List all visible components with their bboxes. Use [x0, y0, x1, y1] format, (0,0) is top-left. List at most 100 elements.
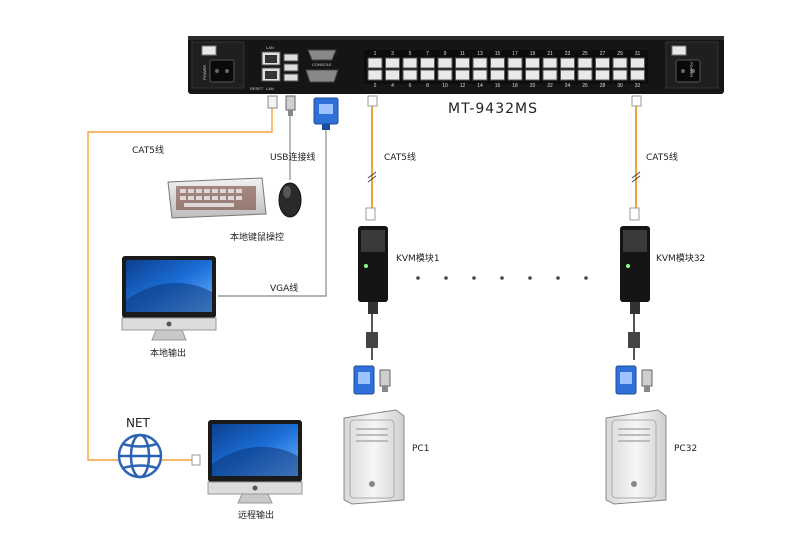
- rj45-port[interactable]: [577, 69, 593, 81]
- local-output-label: 本地输出: [150, 347, 186, 359]
- kvm-module-32: [620, 207, 650, 348]
- rj45-port[interactable]: [542, 57, 558, 69]
- rj45-port[interactable]: [525, 57, 540, 69]
- rj45-port[interactable]: [472, 69, 488, 81]
- left-power-switch[interactable]: [201, 45, 217, 56]
- rj45-port[interactable]: [437, 57, 453, 69]
- usb-port[interactable]: [283, 53, 299, 62]
- rj45-port[interactable]: [595, 69, 610, 81]
- kvm-switch-device: 1234567891011121314151617181920212223242…: [188, 36, 724, 94]
- lan-top-tag: LAN: [266, 45, 274, 50]
- rj45-port[interactable]: [595, 57, 610, 69]
- module-ellipsis-dots: [416, 276, 588, 280]
- reset-tag: RESET: [250, 86, 264, 91]
- rj45-port[interactable]: [367, 57, 383, 69]
- net-label: NET: [126, 416, 151, 430]
- cat5-cable-label: CAT5线: [132, 144, 164, 156]
- rj45-port[interactable]: [455, 57, 470, 69]
- rj45-port[interactable]: [525, 69, 540, 81]
- rj45-port[interactable]: [402, 57, 418, 69]
- rj45-port[interactable]: [385, 69, 400, 81]
- port-number-label: 13: [477, 51, 483, 57]
- console-tag: CONSOLE: [312, 62, 332, 67]
- pc1-usb-plug: [379, 369, 391, 392]
- port-number-label: 20: [530, 83, 536, 89]
- rj45-port[interactable]: [630, 69, 645, 81]
- port-number-label: 6: [409, 83, 412, 89]
- vga-cable-line: [218, 130, 327, 297]
- port-number-label: 26: [582, 83, 588, 89]
- ellipsis-dot: [528, 276, 532, 280]
- port-number-label: 23: [565, 51, 571, 57]
- device-model-label: MT-9432MS: [448, 101, 538, 117]
- vga-out-port[interactable]: [305, 69, 339, 83]
- port-number-label: 15: [495, 51, 501, 57]
- usb-port[interactable]: [283, 63, 299, 72]
- rj45-port[interactable]: [455, 69, 470, 81]
- pc32-usb-plug: [641, 369, 653, 392]
- ellipsis-dot: [472, 276, 476, 280]
- rj45-port[interactable]: [560, 57, 575, 69]
- port-number-label: 22: [547, 83, 553, 89]
- rj45-port[interactable]: [385, 57, 400, 69]
- remote-output-label: 远程输出: [238, 509, 274, 521]
- port-number-label: 4: [391, 83, 394, 89]
- pc1-tower-icon: [343, 409, 405, 505]
- right-power-switch[interactable]: [671, 45, 687, 56]
- cat5-cable-lan-to-net: [87, 96, 273, 461]
- port1-rj45-plug: [367, 95, 378, 107]
- port-number-label: 24: [565, 83, 571, 89]
- rj45-port[interactable]: [437, 69, 453, 81]
- usb-port[interactable]: [283, 73, 299, 82]
- rj45-port[interactable]: [490, 57, 505, 69]
- rj45-port[interactable]: [507, 57, 523, 69]
- port-number-label: 16: [495, 83, 501, 89]
- lan-bottom-tag: LAN: [266, 86, 274, 91]
- rj45-port[interactable]: [612, 57, 628, 69]
- right-power-socket: [675, 59, 701, 83]
- vga-plug-connector: [313, 97, 339, 130]
- rj45-port[interactable]: [507, 69, 523, 81]
- port-number-label: 27: [600, 51, 606, 57]
- rj45-port[interactable]: [560, 69, 575, 81]
- local-monitor-icon: [121, 256, 217, 341]
- rj45-port-grid: 1234567891011121314151617181920212223242…: [367, 51, 645, 89]
- left-power-socket: [209, 59, 235, 83]
- keyboard-icon: [167, 177, 267, 219]
- port32-rj45-plug: [631, 95, 642, 107]
- port-number-label: 18: [512, 83, 518, 89]
- cat5-plug-connector: [267, 95, 278, 109]
- rj45-port[interactable]: [402, 69, 418, 81]
- ellipsis-dot: [500, 276, 504, 280]
- port-number-label: 7: [426, 51, 429, 57]
- port-number-label: 5: [409, 51, 412, 57]
- kvm-module-32-label: KVM模块32: [656, 252, 705, 264]
- pc32-vga-plug: [615, 365, 637, 395]
- pc1-vga-plug: [353, 365, 375, 395]
- rj45-port[interactable]: [577, 57, 593, 69]
- cat5-cable-label-mid: CAT5线: [384, 151, 416, 163]
- local-keyboard-mouse-label: 本地键鼠操控: [230, 231, 284, 243]
- remote-monitor-icon: [207, 420, 303, 504]
- rj45-port[interactable]: [542, 69, 558, 81]
- port-number-label: 14: [477, 83, 483, 89]
- rj45-port[interactable]: [420, 69, 435, 81]
- console-port[interactable]: [307, 49, 337, 61]
- rj45-port[interactable]: [367, 69, 383, 81]
- rj45-port[interactable]: [472, 57, 488, 69]
- rj45-port[interactable]: [612, 69, 628, 81]
- port-number-label: 30: [617, 83, 623, 89]
- port-number-label: 31: [635, 51, 641, 57]
- port-number-label: 12: [460, 83, 466, 89]
- port-number-label: 10: [442, 83, 448, 89]
- port-number-label: 3: [391, 51, 394, 57]
- rj45-port[interactable]: [630, 57, 645, 69]
- rj45-port[interactable]: [490, 69, 505, 81]
- port-number-label: 8: [426, 83, 429, 89]
- port-number-label: 28: [600, 83, 606, 89]
- vga-cable-label: VGA线: [270, 282, 298, 294]
- port-number-label: 19: [530, 51, 536, 57]
- rj45-port[interactable]: [420, 57, 435, 69]
- port-number-label: 1: [374, 51, 377, 57]
- ellipsis-dot: [556, 276, 560, 280]
